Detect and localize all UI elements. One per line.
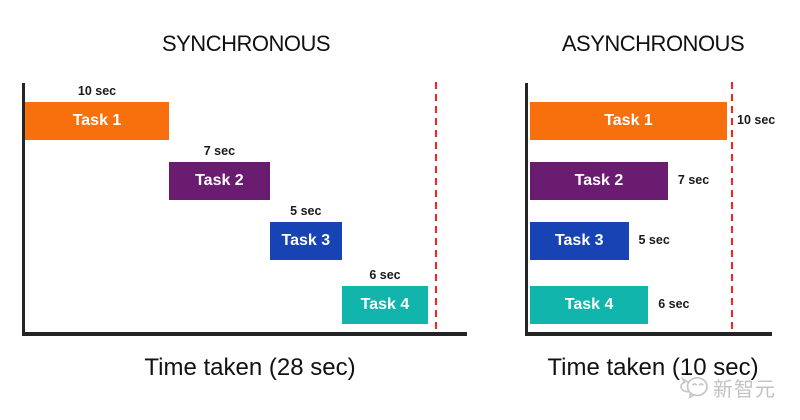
watermark: 新智元	[679, 373, 776, 402]
async-duration-label-4: 6 sec	[658, 297, 690, 311]
sync-duration-label-2: 7 sec	[203, 144, 236, 158]
sync-time-taken-label: Time taken (28 sec)	[144, 354, 356, 381]
sync-task-bar-4: Task 4	[341, 286, 429, 324]
async-task-bar-4: Task 4	[530, 286, 649, 324]
sync-x-axis	[22, 332, 467, 336]
async-duration-label-1: 10 sec	[737, 113, 776, 127]
sync-task-bar-2: Task 2	[169, 162, 270, 200]
watermark-text: 新智元	[713, 379, 776, 401]
sync-task-bar-label: Task 1	[72, 112, 122, 129]
async-task-bar-2: Task 2	[530, 162, 668, 200]
sync-duration-label-4: 6 sec	[369, 268, 401, 282]
async-duration-label-2: 7 sec	[677, 173, 710, 187]
async-task-bar-label: Task 3	[554, 232, 604, 249]
sync-task-bar-label: Task 4	[360, 296, 410, 313]
async-task-bar-3: Task 3	[530, 222, 629, 260]
async-task-bar-1: Task 1	[530, 102, 727, 140]
async-deadline-dashed-line	[730, 82, 733, 334]
sync-duration-label-3: 5 sec	[290, 204, 322, 218]
async-task-bar-label: Task 2	[574, 172, 624, 189]
wechat-bubbles-logo-icon	[680, 376, 708, 399]
async-task-bar-label: Task 4	[564, 296, 614, 313]
async-task-bar-label: Task 1	[604, 112, 653, 129]
async-chart-title: ASYNCHRONOUS	[561, 31, 745, 56]
sync-task-bar-label: Task 2	[195, 172, 244, 189]
sync-duration-label-1: 10 sec	[77, 84, 117, 98]
sync-y-axis	[22, 83, 25, 336]
sync-task-bar-3: Task 3	[269, 222, 342, 260]
async-time-taken-label: Time taken (10 sec)	[547, 354, 759, 381]
async-duration-label-3: 5 sec	[638, 233, 670, 247]
sync-deadline-dashed-line	[435, 82, 438, 334]
async-x-axis	[525, 332, 772, 336]
sync-task-bar-1: Task 1	[25, 102, 169, 140]
sync-task-bar-label: Task 3	[281, 232, 331, 249]
async-y-axis	[525, 83, 528, 336]
sync-chart-title: SYNCHRONOUS	[161, 31, 331, 56]
